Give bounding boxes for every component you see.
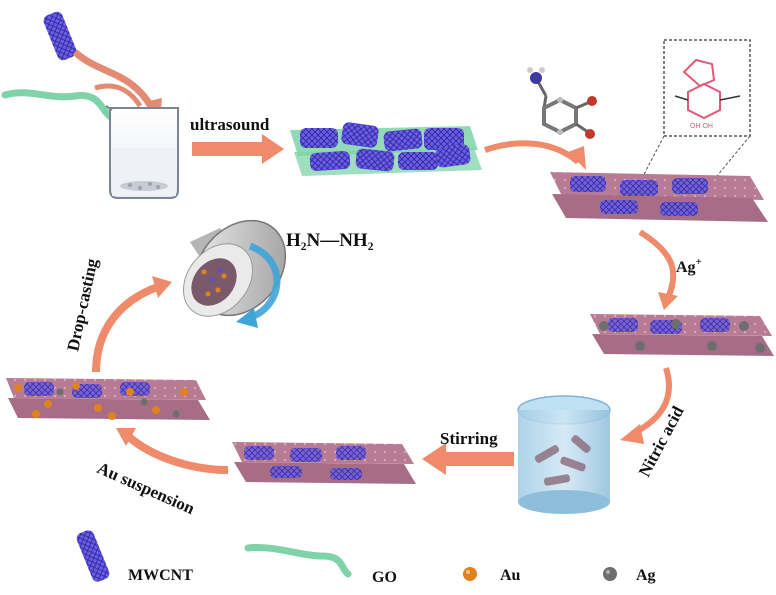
ag-ion-label: Ag+ xyxy=(676,256,702,276)
nanotube-icon xyxy=(76,530,110,582)
legend: MWCNT GO Au Ag xyxy=(76,530,656,586)
polydopamine-structure-inset: OH OH xyxy=(639,39,751,183)
go-ribbon-input-icon xyxy=(1,89,116,122)
drop-casting-arrow xyxy=(92,276,172,373)
ultrasound-arrow xyxy=(192,134,284,164)
legend-label-au: Au xyxy=(500,567,521,584)
ag-decorated-composite xyxy=(590,314,774,356)
stirring-arrow xyxy=(422,443,514,475)
legend-label-go: GO xyxy=(372,569,397,586)
graphene-oxide-ribbon-icon xyxy=(244,543,352,578)
legend-label-mwcnt: MWCNT xyxy=(128,567,193,584)
dopamine-molecule-icon xyxy=(527,67,597,139)
legend-label-ag: Ag xyxy=(636,567,656,584)
au-decorated-composite xyxy=(6,378,210,420)
ag-ion-arrow xyxy=(638,229,678,310)
arrow-to-pda-step xyxy=(484,140,586,170)
hydrazine-flow-arrow xyxy=(236,242,281,328)
drop-casting-label: Drop-casting xyxy=(63,256,101,353)
stirring-jar-icon xyxy=(517,395,611,514)
go-mwcnt-composite xyxy=(290,122,482,176)
au-suspension-arrow xyxy=(116,428,229,474)
gold-particle-icon xyxy=(463,567,477,581)
hydrazine-label: H₂N—NH₂ xyxy=(286,230,374,251)
silver-particle-icon xyxy=(603,567,617,581)
ultrasound-label: ultrasound xyxy=(190,115,270,134)
nanotube-input-icon xyxy=(43,11,77,61)
etched-composite xyxy=(232,442,416,484)
svg-text:OH OH: OH OH xyxy=(690,123,713,130)
beaker-icon xyxy=(105,105,179,199)
nitric-acid-arrow xyxy=(620,367,672,444)
pda-coated-composite xyxy=(550,172,768,222)
electrode-icon xyxy=(183,219,287,317)
stirring-label: Stirring xyxy=(440,429,498,448)
